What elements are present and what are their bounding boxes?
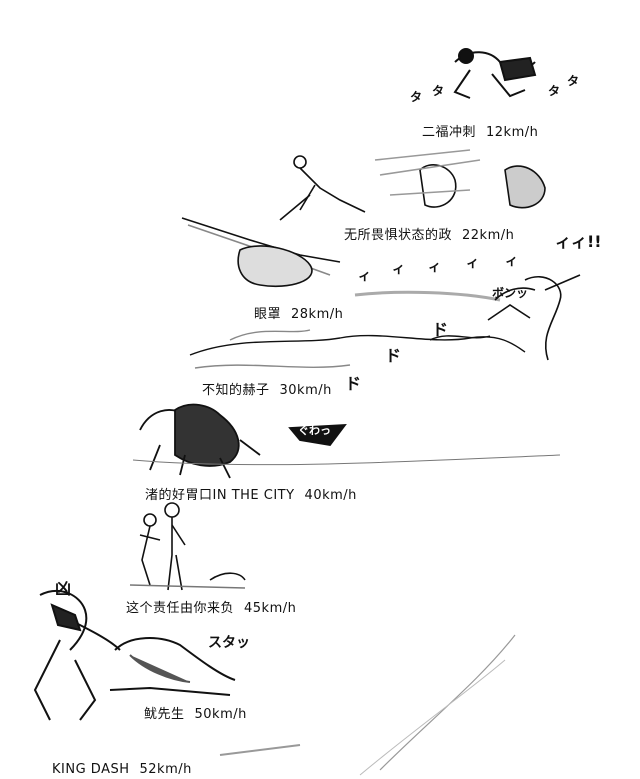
caption-name: 眼罩 <box>254 307 282 322</box>
sfx-ii-1: ィ <box>358 269 372 284</box>
sfx-do-1: ド <box>432 320 449 339</box>
caption-speed: 50km/h <box>194 707 247 722</box>
masa-figures <box>279 149 546 221</box>
caption-kagune: 不知的赫子 30km/h <box>202 379 332 398</box>
caption-speed: 28km/h <box>291 307 344 322</box>
caption-name: 渚的好胃口IN THE CITY <box>145 488 295 503</box>
sfx-emblem: 凶 <box>55 579 72 598</box>
sfx-gaba: ぐわっ <box>298 424 331 437</box>
caption-name: KING DASH <box>52 762 130 777</box>
caption-masa: 无所畏惧状态的政 22km/h <box>344 224 514 243</box>
beast-figure <box>132 403 561 479</box>
sfx-ta-4: タ <box>567 74 580 88</box>
sfx-ta-1: タ <box>410 90 423 104</box>
sfx-bon: ボンッ <box>492 286 529 300</box>
sfx-ta-3: タ <box>548 84 561 98</box>
caption-name: 二福冲刺 <box>422 125 477 140</box>
caption-name: 不知的赫子 <box>202 383 270 398</box>
caption-speed: 45km/h <box>244 601 297 616</box>
sfx-do-2: ド <box>385 346 402 365</box>
caption-responsibility: 这个责任由你来负 45km/h <box>126 597 296 616</box>
caption-name: 无所畏惧状态的政 <box>344 228 453 243</box>
sfx-ii-big: ィィ!! <box>555 232 602 251</box>
caption-name: 鱿先生 <box>144 707 185 722</box>
kagune-smoke <box>189 329 526 369</box>
caption-speed: 52km/h <box>139 762 192 777</box>
eyepatch-figure <box>181 217 581 361</box>
caption-speed: 22km/h <box>462 228 515 243</box>
caption-nagisa: 渚的好胃口IN THE CITY 40km/h <box>145 484 357 503</box>
sfx-sta: スタッ <box>208 635 250 651</box>
caption-speed: 40km/h <box>304 488 357 503</box>
caption-squid: 鱿先生 50km/h <box>144 703 247 722</box>
sfx-ii-2: ィ <box>392 262 406 277</box>
caption-speed: 12km/h <box>486 125 539 140</box>
king-and-squid-figures <box>33 590 516 776</box>
caption-name: 这个责任由你来负 <box>126 601 235 616</box>
caption-king-dash: KING DASH 52km/h <box>52 762 192 777</box>
sfx-ii-3: ィ <box>428 260 442 275</box>
caption-eyepatch: 眼罩 28km/h <box>254 303 343 322</box>
sfx-do-3: ド <box>345 374 362 393</box>
caption-erfu-dash: 二福冲刺 12km/h <box>422 121 538 140</box>
sfx-ta-2: タ <box>432 84 445 98</box>
sfx-ii-4: ィ <box>466 256 480 271</box>
sfx-ii-5: ィ <box>505 254 519 269</box>
caption-speed: 30km/h <box>279 383 332 398</box>
erfu-dash-figure <box>453 48 537 99</box>
standing-figures <box>129 502 246 591</box>
